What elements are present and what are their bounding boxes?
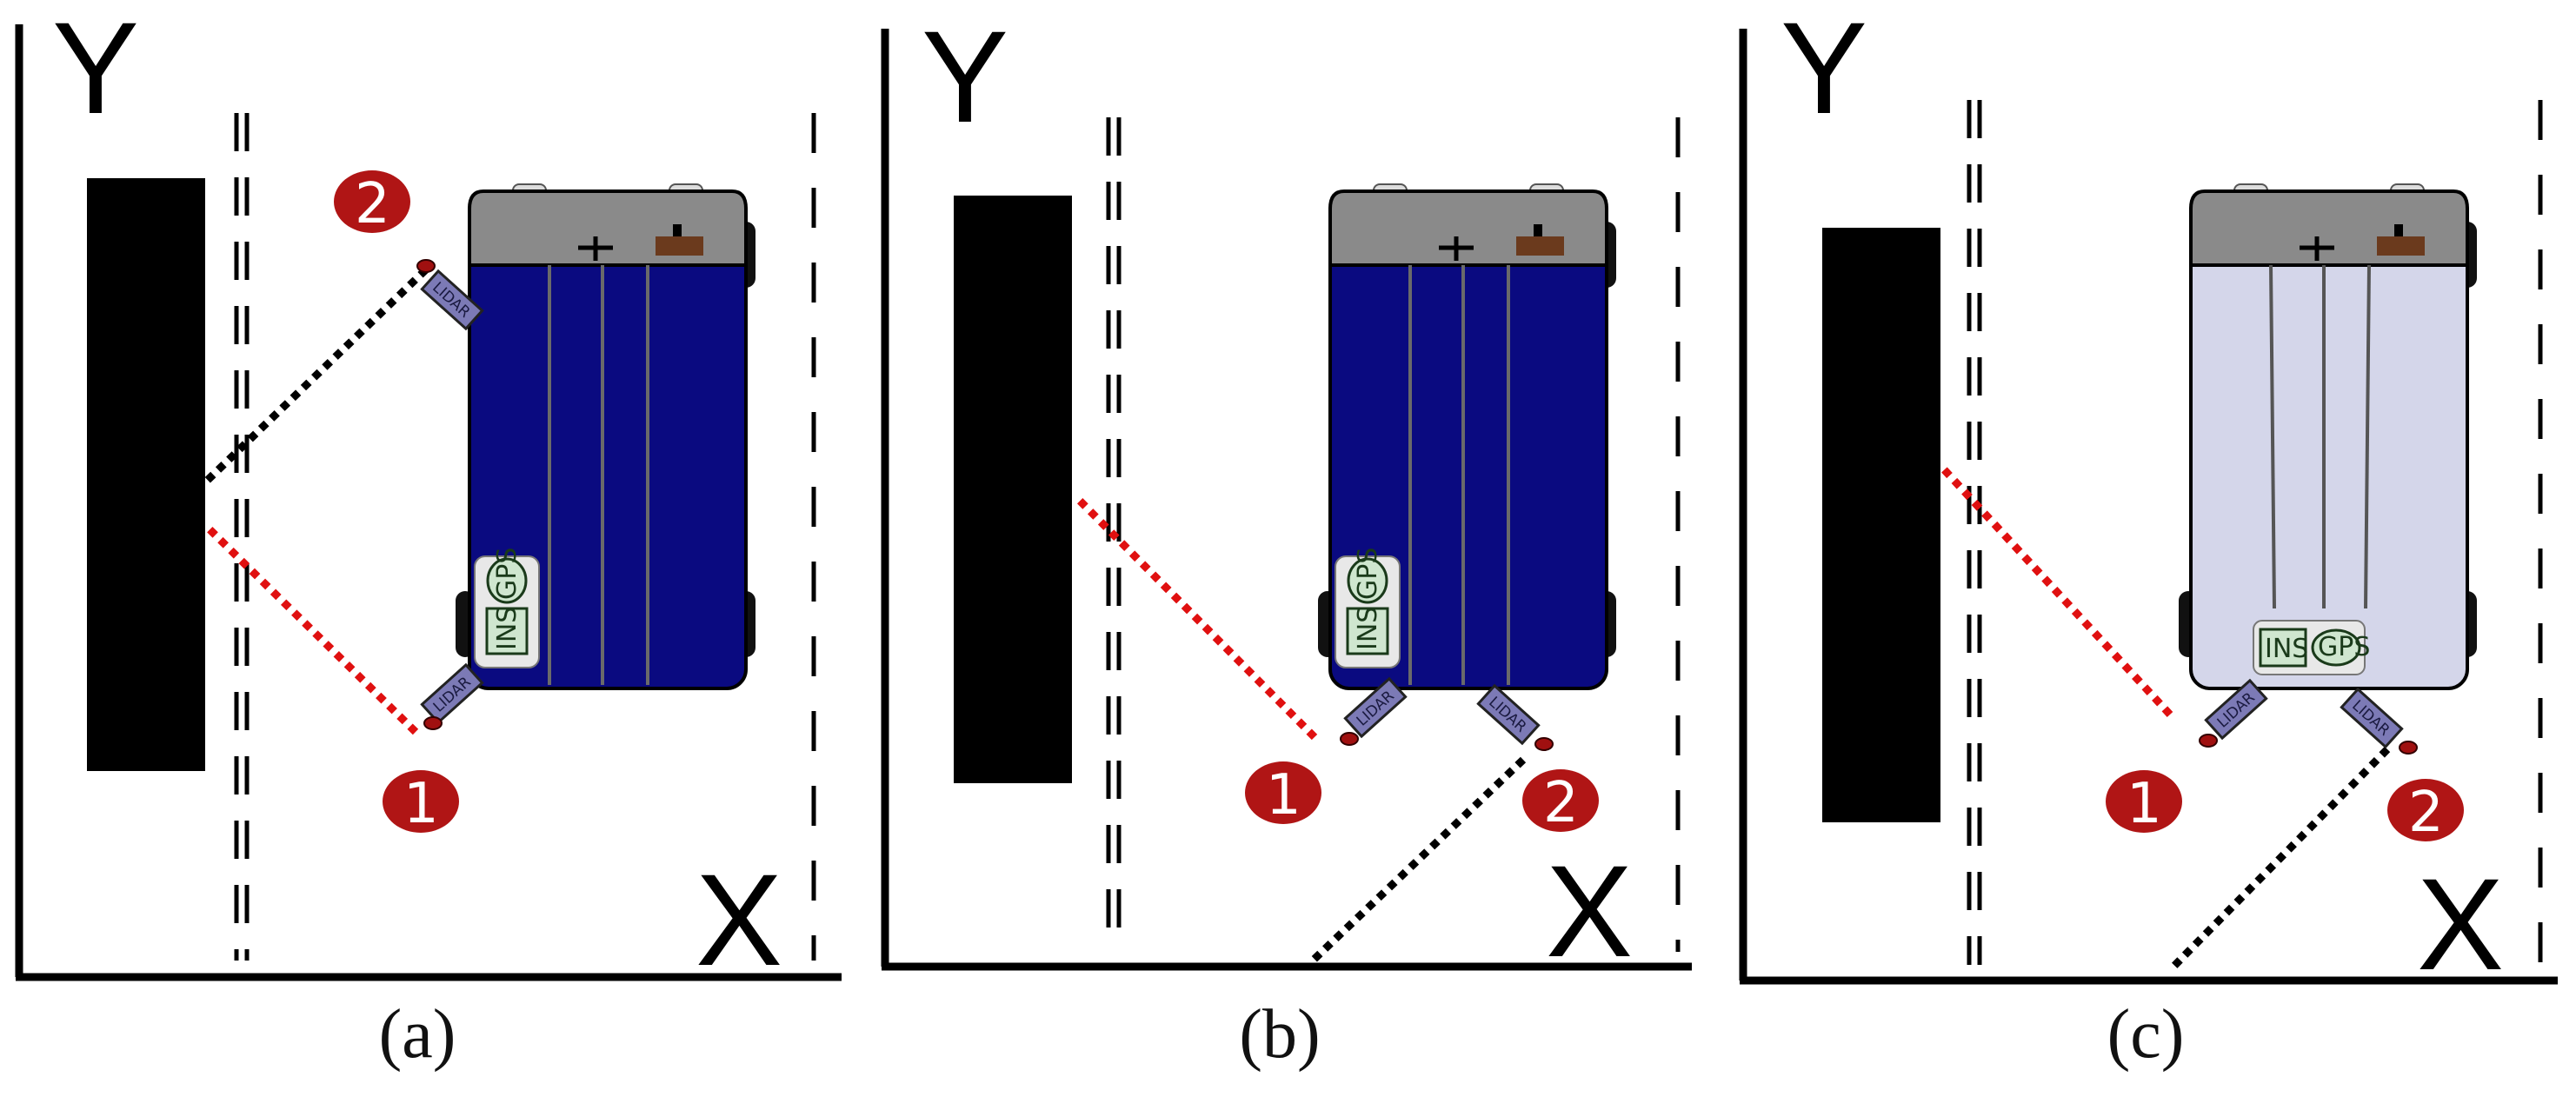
lidar-1-origin [1340, 732, 1359, 746]
obstacle-wall [954, 196, 1072, 783]
lidar1-beam [202, 522, 419, 735]
marker-2-label: 2 [1543, 771, 1579, 835]
vehicle: INS GPS [1318, 183, 1616, 690]
caption-c: (c) [2107, 996, 2185, 1073]
marker-1 [383, 770, 459, 833]
lidar2-beam [2170, 746, 2391, 970]
marker-1 [2106, 770, 2182, 833]
antenna-icon [2300, 236, 2334, 261]
caption-b: (b) [1239, 996, 1321, 1073]
vehicle-roof [1328, 189, 1608, 267]
vehicle: INS GPS [2179, 183, 2477, 690]
x-axis-label: X [696, 847, 782, 993]
y-axis-label: Y [1781, 0, 1867, 141]
rack [2377, 236, 2425, 256]
marker-1-label: 1 [403, 772, 439, 836]
marker-2-label: 2 [2408, 781, 2444, 845]
lidar-2-origin [1534, 737, 1554, 751]
x-axis-label: X [1546, 838, 1633, 984]
vehicle-roof [2189, 189, 2469, 267]
panel-c: Y X INS GPS LI [1739, 0, 2558, 997]
marker-2 [1522, 769, 1599, 832]
y-axis-label: Y [922, 3, 1008, 150]
y-axis-label: Y [52, 0, 139, 141]
marker-1-label: 1 [1266, 763, 1301, 828]
antenna-icon [578, 236, 613, 261]
vehicle: INS GPS [456, 183, 755, 690]
antenna-icon [1439, 236, 1474, 261]
rack [1516, 236, 1564, 256]
marker-1-label: 1 [2127, 772, 2162, 836]
lidar2-beam [1309, 756, 1527, 964]
marker-2 [334, 170, 410, 233]
lidar-2-origin [2399, 741, 2418, 755]
caption-a: (a) [378, 996, 456, 1073]
panel-a: Y X INS GPS [15, 0, 842, 993]
ins-label: INS [1353, 607, 1383, 650]
lidar-1-origin [2199, 734, 2218, 748]
lidar-2: LIDAR [1476, 683, 1541, 746]
lidar1-beam [1075, 495, 1318, 741]
x-axis-label: X [2417, 851, 2504, 997]
panel-b: Y X INS GPS LI [881, 3, 1692, 984]
gps-label: GPS [1353, 548, 1383, 600]
marker-2 [2387, 779, 2464, 841]
ins-label: INS [2265, 634, 2308, 664]
ins-label: INS [492, 607, 523, 650]
lidar-2-origin [416, 259, 436, 273]
lidar1-beam [1940, 466, 2173, 718]
gps-label: GPS [2318, 632, 2370, 662]
marker-1 [1245, 761, 1321, 824]
lidar-2: LIDAR [2340, 687, 2404, 749]
obstacle-wall [1822, 228, 1940, 822]
lidar-1: LIDAR [420, 662, 484, 725]
rack [656, 236, 703, 256]
vehicle-roof [468, 189, 748, 267]
gps-label: GPS [492, 548, 523, 600]
lidar-1-origin [423, 716, 443, 730]
marker-2-label: 2 [355, 172, 390, 236]
obstacle-wall [87, 178, 205, 771]
lidar2-beam [202, 266, 429, 486]
